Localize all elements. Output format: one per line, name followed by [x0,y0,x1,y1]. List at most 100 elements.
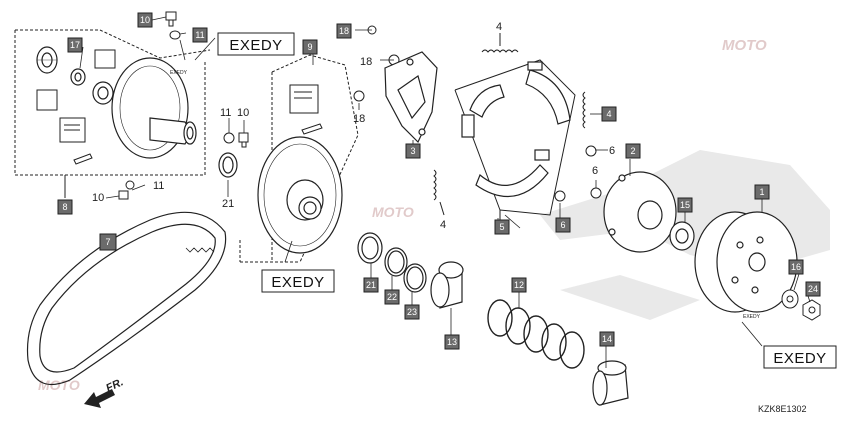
exedy-tags: EXEDY EXEDY EXEDY [217,32,837,369]
nut-18-low [353,90,365,102]
callout-18-low: 18 [353,113,365,125]
callout-14: 14 [599,331,615,347]
callout-8: 8 [57,199,73,215]
svg-text:23: 23 [407,307,417,317]
callout-4-low: 4 [440,219,446,231]
callout-21-left: 21 [222,198,234,210]
callout-5: 5 [494,219,510,235]
clutch-shoe-top [525,61,571,125]
callout-12: 12 [511,277,527,293]
clutch-plate-2 [603,171,677,253]
callout-2: 2 [625,143,641,159]
callout-1: 1 [754,184,770,200]
exedy-tag-top: EXEDY [217,32,295,56]
drive-face-mark: EXEDY [170,70,188,76]
svg-text:EXEDY: EXEDY [773,350,826,367]
collar-21 [357,232,383,264]
collar-9 [301,123,323,135]
svg-text:24: 24 [808,284,818,294]
callout-10-bottom: 10 [92,192,104,204]
clutch-shoe-bottom [475,149,550,198]
callout-plain-labels: 11 10 10 11 18 18 4 4 6 6 21 [92,21,615,231]
grease-packet-2 [289,84,319,114]
callout-6-box: 6 [555,217,571,233]
callout-18-mid: 18 [360,56,372,68]
watermark-center: MOTO [372,204,414,220]
callout-11-top: 11 [192,27,208,43]
oil-seal-15 [669,221,695,251]
plate-3 [384,51,438,144]
svg-text:8: 8 [62,202,67,212]
bearing-inner [92,81,114,105]
svg-text:2: 2 [630,146,635,156]
svg-text:EXEDY: EXEDY [271,274,324,291]
nut-24 [802,299,821,321]
callout-10-mid: 10 [237,107,249,119]
bolt-10-top [165,11,177,27]
svg-text:3: 3 [410,146,415,156]
svg-text:9: 9 [307,42,312,52]
callout-4-box: 4 [601,106,617,122]
grease-packet-1 [59,117,86,143]
callout-7: 7 [99,233,117,251]
bolt-10-mid [238,132,249,148]
svg-text:10: 10 [140,15,150,25]
washer-6-lower [590,187,602,199]
spring-4-top [481,33,519,53]
clutch-outer-mark: EXEDY [743,314,761,320]
drive-face-pulley [111,57,197,159]
nut-11-top [169,30,181,40]
svg-text:13: 13 [447,337,457,347]
callout-18-top: 18 [336,23,352,39]
diagram-code: KZK8E1302 [758,404,807,414]
callout-13: 13 [444,334,460,350]
svg-text:22: 22 [387,292,397,302]
svg-text:14: 14 [602,334,612,344]
exedy-tag-right: EXEDY [763,345,837,369]
bolt-10-bottom [118,190,129,200]
callout-10-top: 10 [137,12,153,28]
callout-23: 23 [404,304,420,320]
svg-text:4: 4 [606,109,611,119]
callout-6-low: 6 [592,165,598,177]
svg-text:EXEDY: EXEDY [229,37,282,54]
callout-16: 16 [788,259,804,275]
driven-face-pulley [257,136,343,254]
svg-text:1: 1 [759,187,764,197]
svg-text:17: 17 [70,40,80,50]
callout-9: 9 [302,39,318,55]
callout-11-bottom: 11 [153,180,164,192]
callout-boxes: 10 11 17 9 18 8 7 21 22 23 13 12 14 3 5 … [57,12,821,350]
o-ring-22 [384,247,408,277]
svg-text:7: 7 [105,237,110,247]
svg-text:12: 12 [514,280,524,290]
watermark-bottom-left: MOTO [38,377,80,393]
callout-22: 22 [384,289,400,305]
front-direction-label: FR. [104,376,125,394]
nut-11-bottom [125,180,135,190]
callout-21-low: 21 [363,277,379,293]
front-direction-arrow: FR. [84,376,125,408]
callout-4-top: 4 [496,21,502,33]
drive-face-group [14,29,211,198]
callout-15: 15 [677,197,693,213]
callout-6-right: 6 [609,145,615,157]
collar-8 [73,153,93,165]
washer-21-left [218,152,238,178]
oil-seal-ring [70,68,86,86]
clutch-shoe-left [461,84,505,138]
svg-text:16: 16 [791,262,801,272]
washer-16 [781,289,799,309]
svg-text:15: 15 [680,200,690,210]
drive-belt-7 [26,211,227,386]
washer-6-upper [585,145,597,157]
oil-seal-box [36,89,58,111]
seal-collar-13 [430,261,464,309]
collar-14 [592,360,629,406]
nut-11-mid [223,132,235,144]
spring-4-low [433,169,445,216]
svg-text:11: 11 [195,30,204,40]
svg-text:5: 5 [499,222,504,232]
